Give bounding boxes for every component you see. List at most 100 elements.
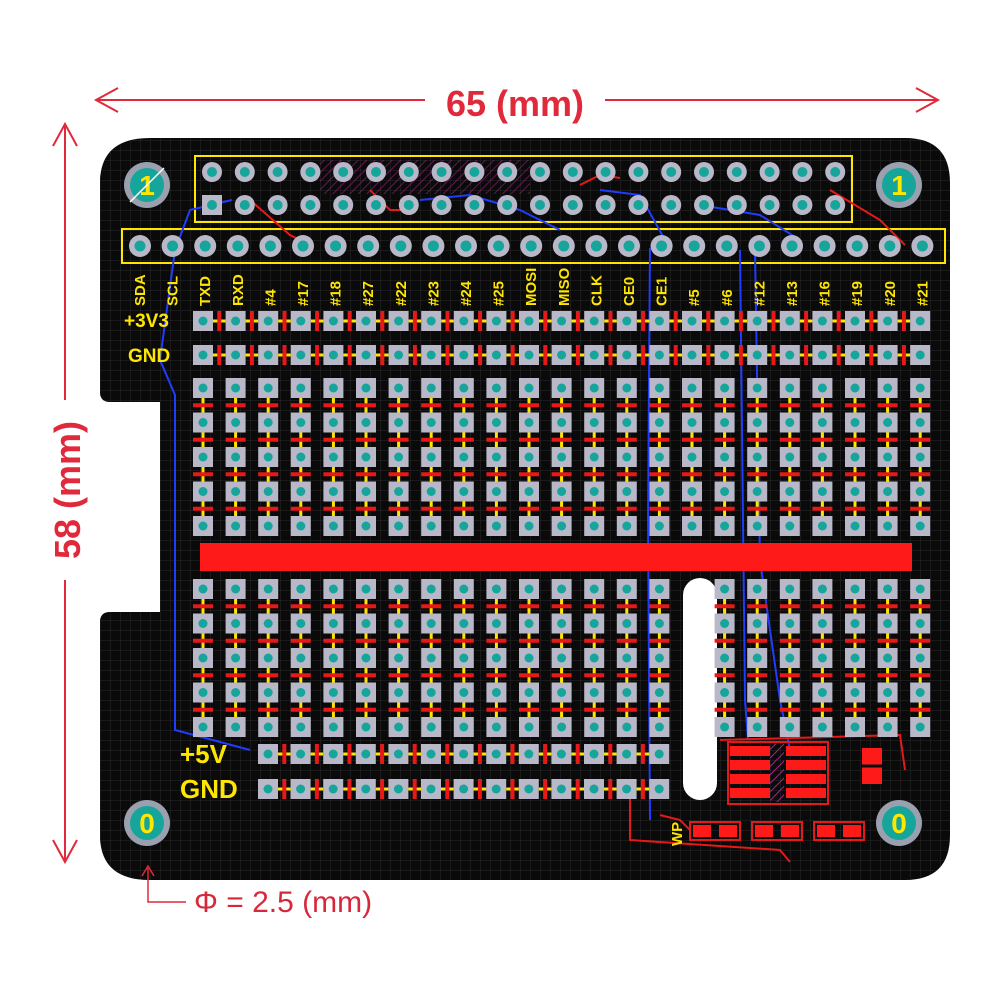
top-power-rail-label: +3V3 <box>124 311 169 332</box>
gpio-pin <box>300 195 321 215</box>
pin-label: SDA <box>132 274 149 306</box>
proto-strip-top <box>486 378 507 536</box>
gpio-pin <box>694 162 714 182</box>
gpio-pin <box>464 195 485 215</box>
proto-strip-top <box>421 378 442 536</box>
wp-label: WP <box>669 822 686 846</box>
breakout-pin <box>259 235 282 257</box>
proto-strip-bottom <box>616 579 637 737</box>
gpio-pin <box>398 195 419 215</box>
proto-strip-top <box>682 378 702 536</box>
breakout-pin <box>520 235 543 257</box>
proto-strip-bottom <box>388 579 409 737</box>
proto-strip-top <box>714 378 735 536</box>
proto-strip-top <box>551 378 572 536</box>
mounting-hole-bottom-right: 0 <box>876 800 922 846</box>
proto-strip-top <box>747 378 768 536</box>
proto-strip-bottom <box>845 579 865 737</box>
breakout-header-pins <box>129 235 934 257</box>
height-label: 58 (mm) <box>47 421 88 559</box>
bottom-power-rail-label: +5V <box>180 739 228 769</box>
breakout-pin <box>878 235 901 257</box>
gpio-pin <box>530 162 550 182</box>
gpio-pin <box>333 162 354 182</box>
breakout-pin <box>585 235 608 257</box>
pin-label: #13 <box>784 281 801 306</box>
proto-strip-top <box>290 378 311 536</box>
pin-label: SCL <box>165 276 182 306</box>
gpio-pin <box>661 162 682 182</box>
gpio-pin <box>431 195 452 215</box>
gpio-pin <box>726 162 747 182</box>
gpio-pin <box>759 162 780 182</box>
proto-strip-bottom <box>584 579 605 737</box>
proto-strip-bottom <box>225 579 246 737</box>
hole-diameter-label: Φ = 2.5 (mm) <box>194 886 372 919</box>
breakout-pin <box>194 235 217 257</box>
proto-strip-bottom <box>779 579 800 737</box>
pin-label: CLK <box>588 275 605 306</box>
hatched-routing-zone <box>320 160 530 194</box>
pin-label: #16 <box>817 281 834 306</box>
proto-strip-top <box>649 378 670 536</box>
breakout-pin <box>389 235 412 257</box>
proto-strip-top <box>519 378 539 536</box>
breakout-pin <box>226 235 249 257</box>
gpio-pin <box>234 162 255 182</box>
pin-label: #19 <box>849 281 866 306</box>
width-label: 65 (mm) <box>446 83 584 124</box>
svg-text:1: 1 <box>891 170 907 201</box>
pin-label: RXD <box>230 274 247 306</box>
proto-strip-top <box>584 378 605 536</box>
gpio-pin <box>202 162 222 182</box>
pin-label: #6 <box>719 289 736 306</box>
proto-strip-top <box>225 378 246 536</box>
breakout-pin <box>487 235 510 257</box>
proto-strip-bottom <box>453 579 474 737</box>
pin-label: CE1 <box>654 277 671 306</box>
breakout-pin <box>129 235 151 257</box>
gpio-header-pins <box>202 162 846 215</box>
proto-strip-bottom <box>551 579 572 737</box>
proto-strip-bottom <box>910 579 931 737</box>
gpio-pin <box>300 162 321 182</box>
proto-strip-top <box>258 378 279 536</box>
top-ground-rail-label: GND <box>128 346 170 367</box>
pin-label: TXD <box>197 276 214 306</box>
gpio-pin <box>267 195 288 215</box>
proto-strip-top <box>812 378 833 536</box>
gpio-pin <box>595 195 616 215</box>
gpio-pin <box>595 162 616 182</box>
pin-label: #23 <box>425 281 442 306</box>
proto-strip-top <box>845 378 865 536</box>
breakout-pin <box>455 235 477 257</box>
gpio-pin <box>726 195 747 215</box>
gpio-pin <box>661 195 682 215</box>
breakout-pin <box>715 235 738 257</box>
proto-strip-top <box>323 378 344 536</box>
gpio-pin <box>464 162 485 182</box>
top-power-rails <box>193 311 931 365</box>
proto-strip-top <box>910 378 931 536</box>
proto-strip-top <box>877 378 898 536</box>
pin-label: #12 <box>751 281 768 306</box>
breakout-pin <box>911 235 934 257</box>
breakout-pin <box>781 235 803 257</box>
pin-label: #4 <box>262 289 279 306</box>
pin-label: MOSI <box>523 268 540 306</box>
proto-strip-top <box>616 378 637 536</box>
proto-strip-bottom <box>714 579 735 737</box>
breakout-pin <box>161 235 184 257</box>
proto-strip-top <box>388 378 409 536</box>
breakout-pin <box>292 235 314 257</box>
gpio-header-outline <box>194 155 853 223</box>
gpio-pin <box>530 195 550 215</box>
mounting-hole-top-left: 1 <box>124 162 170 208</box>
pin-label: #21 <box>914 281 931 306</box>
height-dimension: 58 (mm) <box>42 121 88 865</box>
prototyping-strips <box>193 378 931 737</box>
gpio-pin <box>366 195 386 215</box>
gpio-pin <box>628 195 649 215</box>
gpio-pin <box>694 195 714 215</box>
